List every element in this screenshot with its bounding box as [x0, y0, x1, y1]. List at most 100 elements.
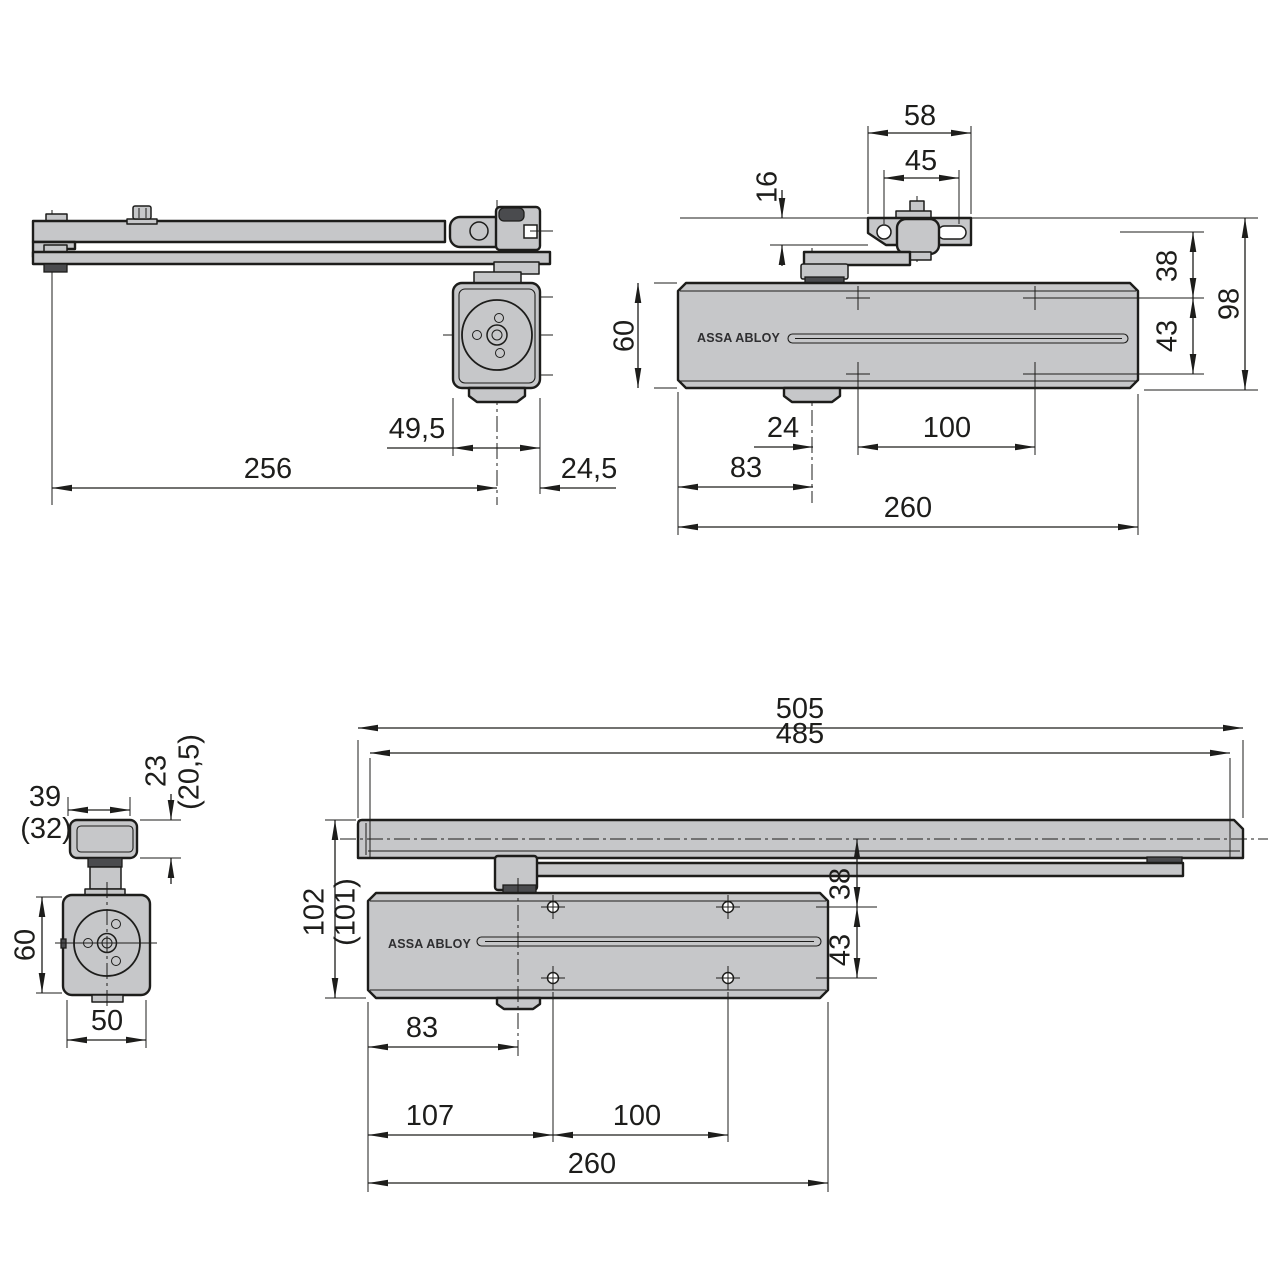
- dim-label-102: 102: [299, 888, 331, 936]
- part-closer-body-front: ASSA ABLOY: [676, 281, 1258, 404]
- spindle: [486, 324, 508, 346]
- part-mounting-bracket: [800, 200, 973, 286]
- view-body-front: ASSA ABLOY 58 45: [609, 100, 1258, 535]
- slider-band: [87, 857, 123, 868]
- dim-label-43: 43: [1152, 320, 1184, 352]
- adjustment-groove: [787, 333, 1129, 344]
- spindle-center: [491, 329, 503, 341]
- dim-label-32: (32): [20, 813, 72, 845]
- dim-label-83: 83: [406, 1012, 438, 1044]
- arm-main-bar: [31, 219, 447, 244]
- dim-label-260: 260: [568, 1148, 616, 1180]
- dim-49-5: 49,5: [387, 398, 541, 494]
- dim-label-101: (101): [330, 878, 362, 946]
- extension-lines-bottom-rail: [367, 992, 829, 1192]
- forearm-cap: [498, 207, 525, 222]
- dim-60-body: 60: [609, 282, 677, 389]
- dim-100-rail: 100: [553, 1100, 728, 1139]
- view-side: 39 (32) 23 (20,5) 60 50: [10, 734, 206, 1048]
- adjustment-bolt: [132, 205, 152, 220]
- dim-label-24-5: 24,5: [561, 453, 617, 485]
- pivot-washer-bottom: [43, 263, 68, 273]
- dim-label-100: 100: [613, 1100, 661, 1132]
- hole-4: [716, 966, 740, 990]
- dim-label-485: 485: [776, 718, 824, 750]
- dim-label-39: 39: [29, 781, 61, 813]
- part-closer-body-side: [55, 882, 157, 1010]
- dim-label-98: 98: [1214, 288, 1246, 320]
- dim-label-38: 38: [825, 868, 857, 900]
- dim-98: 98: [1214, 218, 1249, 390]
- dim-39-32: 39 (32): [20, 781, 131, 845]
- part-closer-body-rail-front: ASSA ABLOY: [366, 878, 877, 1058]
- dim-38-rail: 38: [825, 839, 861, 907]
- view-rail-front: ASSA ABLOY 505 485: [299, 693, 1268, 1192]
- extension-lines-bottom: [677, 382, 1139, 535]
- dim-107: 107: [368, 1100, 553, 1139]
- hole-3: [541, 966, 565, 990]
- dim-label-100: 100: [923, 412, 971, 444]
- valve-hole-1: [111, 919, 121, 929]
- arm-lower-bar: [31, 250, 552, 266]
- dim-label-60: 60: [609, 320, 641, 352]
- body-bottom-tab: [467, 386, 527, 404]
- brand-logo: ASSA ABLOY: [388, 937, 471, 951]
- dim-485: 485: [370, 718, 1230, 757]
- dim-256: 256: [52, 453, 497, 492]
- dim-45: 45: [883, 145, 960, 224]
- valve-hole-3: [111, 956, 121, 966]
- bracket-slot-hole: [937, 225, 967, 240]
- part-closer-body-top-view: [451, 281, 542, 404]
- dim-label-260: 260: [884, 492, 932, 524]
- connector-block: [89, 866, 122, 890]
- dim-83: 83: [678, 452, 813, 491]
- dim-58: 58: [867, 100, 972, 214]
- hole-2: [716, 895, 740, 919]
- dim-label-38: 38: [1152, 250, 1184, 282]
- dim-43-rail: 43: [825, 907, 861, 978]
- dim-260-rail: 260: [368, 1148, 828, 1187]
- arm-bar: [533, 861, 1185, 878]
- dim-50: 50: [66, 1000, 147, 1048]
- dim-label-20-5: (20,5): [174, 734, 206, 810]
- arm-link-bar: [802, 250, 912, 267]
- hole-1: [541, 895, 565, 919]
- rail-inner-contour: [76, 825, 134, 853]
- view-arm-top: 49,5 256 24,5: [31, 200, 617, 505]
- dim-label-58: 58: [904, 100, 936, 132]
- adjustment-groove: [476, 936, 822, 947]
- body-bottom-tab: [495, 996, 542, 1011]
- dim-100: 100: [858, 412, 1035, 451]
- dim-83-rail: 83: [368, 1012, 518, 1051]
- dim-label-45: 45: [905, 145, 937, 177]
- part-rail-section: [68, 818, 139, 890]
- dim-16: 16: [752, 171, 786, 266]
- dim-label-16: 16: [752, 171, 784, 203]
- elbow-pivot: [469, 221, 489, 241]
- dim-label-256: 256: [244, 453, 292, 485]
- dim-label-50: 50: [91, 1005, 123, 1037]
- dim-24-5: 24,5: [540, 453, 617, 492]
- dim-60-side: 60: [10, 896, 62, 994]
- dim-505: 505: [357, 693, 1244, 818]
- part-scissor-arm: [31, 205, 553, 285]
- valve-hole-3: [495, 348, 505, 358]
- dim-label-24: 24: [767, 412, 799, 444]
- dim-24: 24: [754, 412, 813, 451]
- dim-label-107: 107: [406, 1100, 454, 1132]
- mounting-holes: [541, 895, 740, 990]
- hole-cross-1: [846, 286, 870, 310]
- body-outline: [676, 281, 1140, 390]
- dim-43: 43: [1152, 298, 1197, 374]
- dim-label-49-5: 49,5: [389, 413, 445, 445]
- end-cap-circle: [461, 299, 533, 371]
- dim-label-60: 60: [10, 929, 42, 961]
- dim-label-505: 505: [776, 693, 824, 725]
- arm-elbow: [895, 217, 941, 256]
- dim-102-101: 102 (101): [299, 819, 366, 999]
- part-slide-rail: [340, 758, 1268, 871]
- valve-hole-2: [472, 330, 482, 340]
- dim-260: 260: [678, 492, 1138, 531]
